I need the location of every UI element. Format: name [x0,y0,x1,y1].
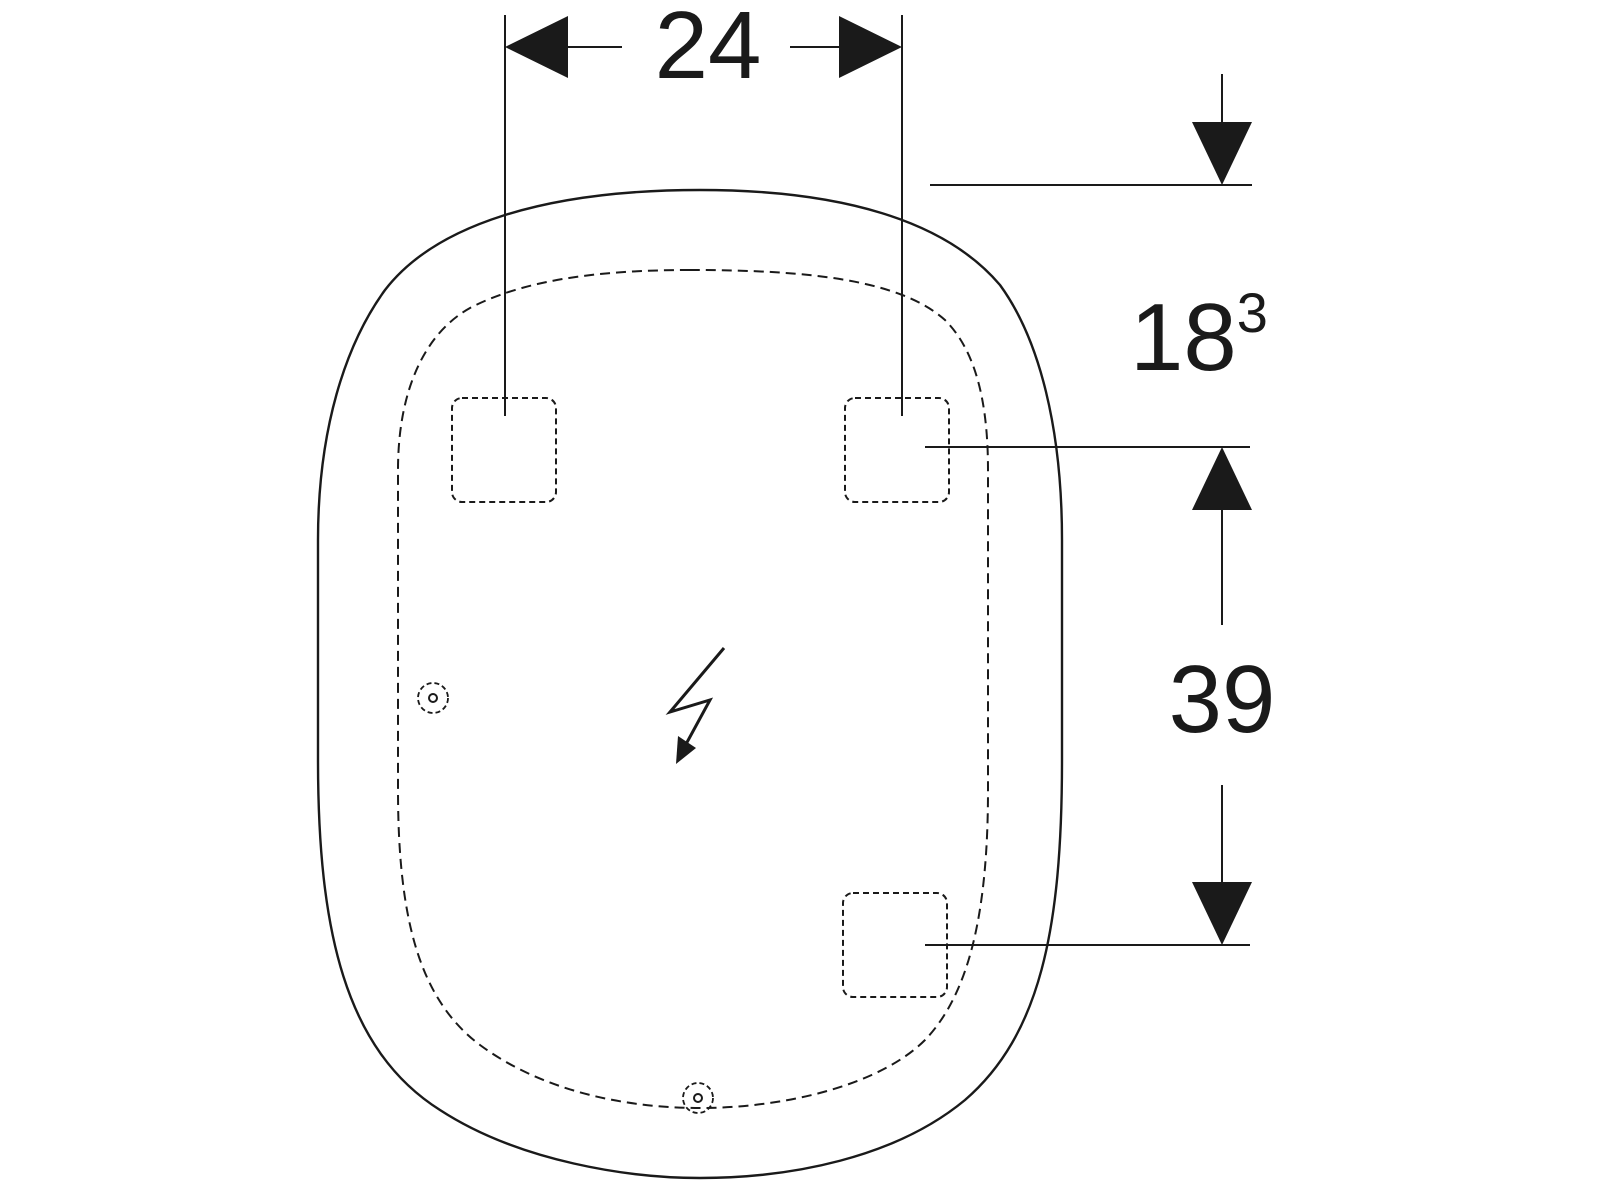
sensor-icon-left [417,682,449,714]
arrowhead-right [839,16,902,78]
dimension-right-offset: 183 [930,74,1268,391]
arrowhead-down-lower [1192,882,1252,945]
dimension-label-right-offset: 183 [1130,281,1268,391]
arrowhead-left [505,16,568,78]
dimension-label-top-width: 24 [655,0,762,99]
offset-superscript: 3 [1237,281,1268,344]
sensor-icon-bottom [682,1082,714,1114]
mirror-outline [316,188,1064,1180]
dimension-label-right-height: 39 [1169,646,1276,753]
inner-dashed-outline [397,268,989,1110]
arrowhead-down [1192,122,1252,185]
dimension-right-height: 39 [925,446,1276,946]
mounting-bracket-top-right [844,397,950,503]
offset-base: 18 [1130,284,1237,391]
electrical-connection-icon [665,647,726,764]
arrowhead-up [1192,447,1252,510]
dimension-top-width: 24 [504,0,903,416]
